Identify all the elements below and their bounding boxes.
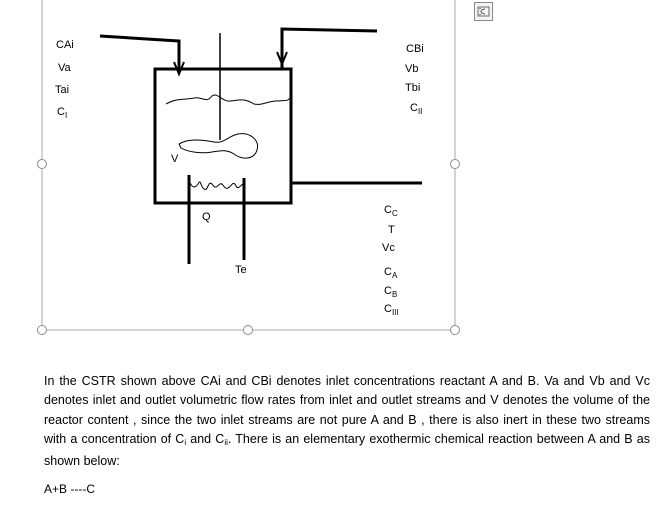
label-t: T: [388, 224, 395, 236]
label-vc: Vc: [382, 242, 395, 254]
layout-options-icon[interactable]: [474, 2, 493, 21]
label-cii: CII: [410, 102, 423, 116]
handle-left-middle[interactable]: [37, 159, 47, 169]
resize-handles[interactable]: [37, 159, 460, 335]
liquid-surface: [165, 94, 291, 105]
description-paragraph: In the CSTR shown above CAi and CBi deno…: [44, 374, 650, 469]
handle-bottom-middle[interactable]: [243, 325, 253, 335]
label-ca: CA: [384, 266, 398, 280]
label-cai: CAi: [56, 39, 74, 51]
label-va: Va: [58, 62, 71, 74]
label-ciii: CIII: [384, 303, 399, 317]
reaction-equation: A+B ----C: [44, 482, 95, 496]
label-ci: CI: [57, 106, 68, 120]
coolant-pipes: [187, 175, 246, 264]
label-cbi: CBi: [406, 43, 424, 55]
label-cb: CB: [384, 285, 398, 299]
reactor-vessel: [153, 67, 293, 205]
inlet-a-pipe: [99, 34, 185, 77]
label-tai: Tai: [55, 84, 70, 96]
label-reactor-volume: V: [171, 153, 179, 165]
handle-bottom-left[interactable]: [37, 325, 47, 335]
label-cc: CC: [384, 204, 398, 218]
handle-bottom-right[interactable]: [450, 325, 460, 335]
handle-right-middle[interactable]: [450, 159, 460, 169]
inlet-b-pipe: [276, 27, 378, 70]
label-te: Te: [235, 264, 247, 276]
label-vb: Vb: [405, 63, 419, 75]
label-heat-q: Q: [202, 211, 211, 223]
label-tbi: Tbi: [405, 82, 421, 94]
heating-coil: [188, 179, 245, 190]
impeller: [178, 133, 259, 159]
